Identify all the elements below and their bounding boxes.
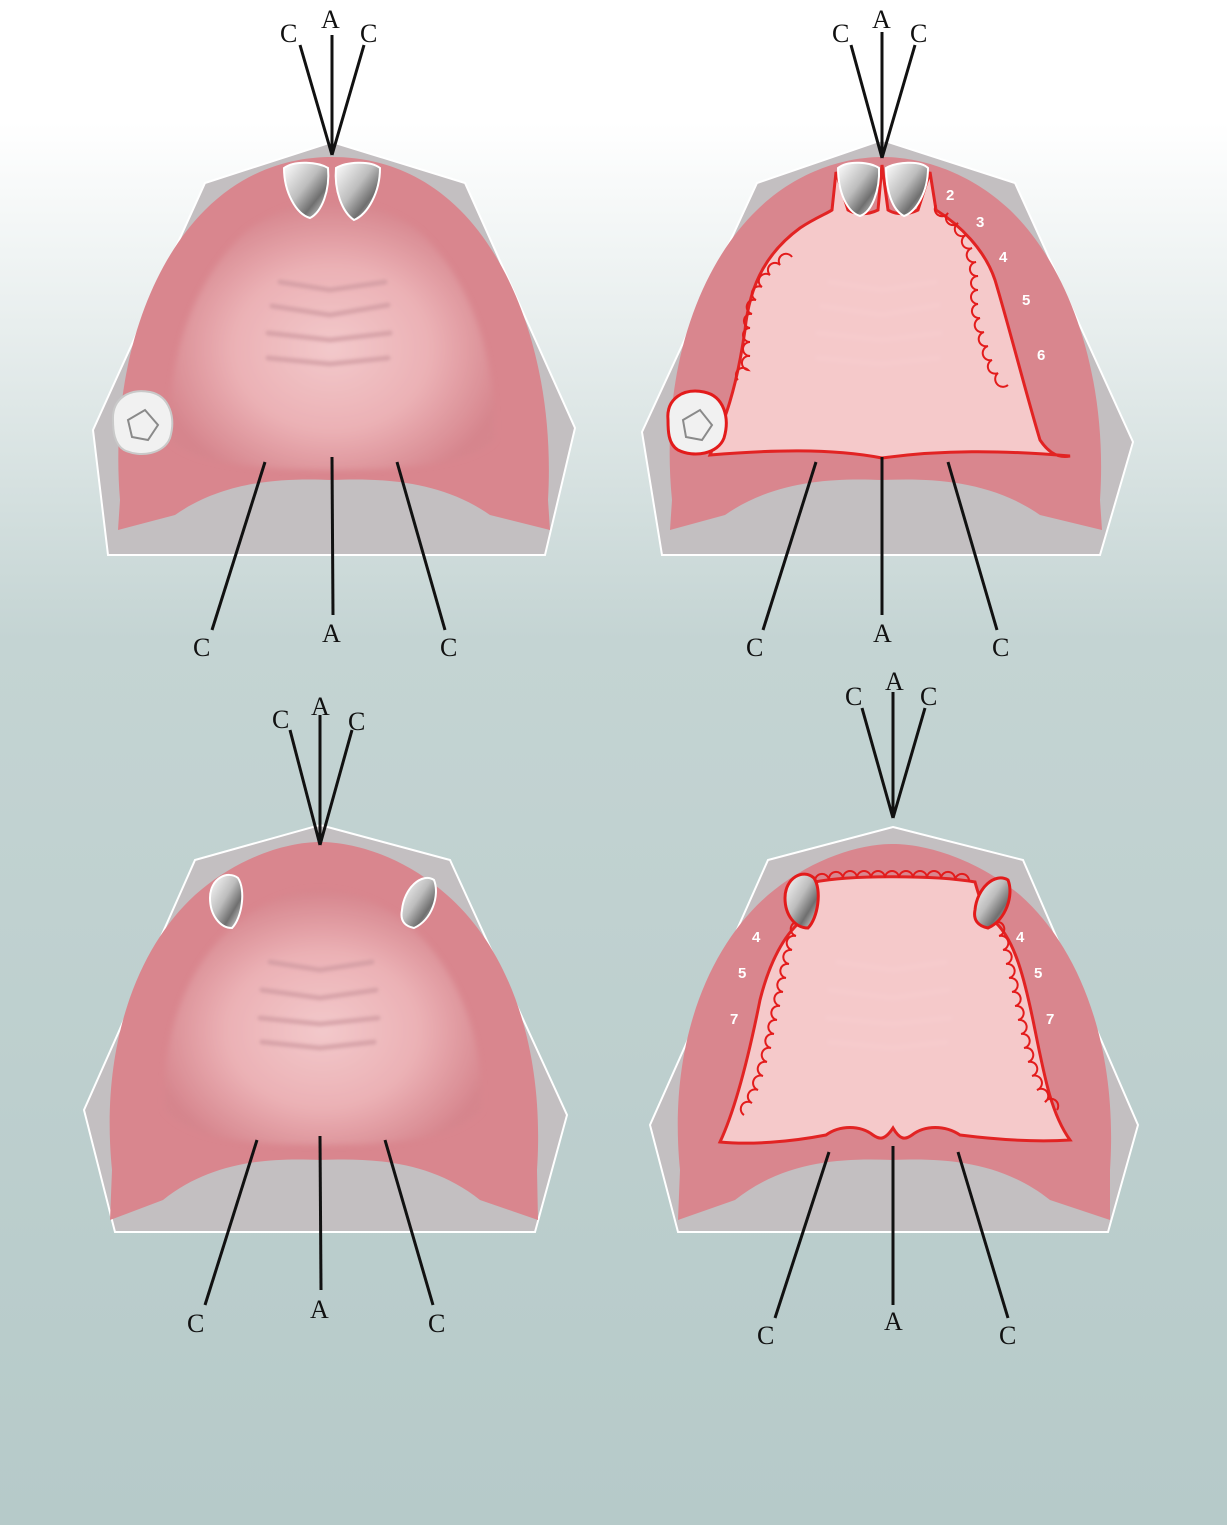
- outline-number: 6: [1037, 347, 1045, 364]
- outline-number: 5: [1022, 292, 1030, 309]
- label-top-center: A: [872, 5, 891, 34]
- label-top-center: A: [321, 5, 340, 34]
- label-top-left: C: [845, 682, 862, 711]
- outline-number: 4: [1016, 929, 1025, 946]
- label-top-center: A: [311, 692, 330, 721]
- label-bottom-center: A: [873, 619, 892, 648]
- label-bottom-center: A: [322, 619, 341, 648]
- label-bottom-left: C: [757, 1321, 774, 1350]
- label-bottom-right: C: [428, 1309, 445, 1338]
- label-top-right: C: [360, 19, 377, 48]
- label-bottom-right: C: [992, 633, 1009, 662]
- label-top-center: A: [885, 667, 904, 696]
- label-top-right: C: [910, 19, 927, 48]
- outline-number: 4: [999, 249, 1008, 266]
- outline-number: 7: [1046, 1011, 1054, 1028]
- outline-number: 4: [752, 929, 761, 946]
- outline-number: 5: [738, 965, 746, 982]
- label-bottom-left: C: [187, 1309, 204, 1338]
- label-top-left: C: [280, 19, 297, 48]
- label-top-left: C: [832, 19, 849, 48]
- label-top-right: C: [348, 707, 365, 736]
- outline-number: 3: [976, 214, 984, 231]
- outline-number: 7: [730, 1011, 738, 1028]
- label-bottom-left: C: [193, 633, 210, 662]
- outline-number: 5: [1034, 965, 1042, 982]
- label-top-left: C: [272, 705, 289, 734]
- label-bottom-right: C: [440, 633, 457, 662]
- label-bottom-left: C: [746, 633, 763, 662]
- label-bottom-center: A: [884, 1307, 903, 1336]
- molar-tooth: [668, 391, 726, 454]
- label-bottom-right: C: [999, 1321, 1016, 1350]
- label-bottom-center: A: [310, 1295, 329, 1324]
- molar-tooth: [113, 391, 172, 454]
- label-top-right: C: [920, 682, 937, 711]
- outline-number: 2: [946, 187, 954, 204]
